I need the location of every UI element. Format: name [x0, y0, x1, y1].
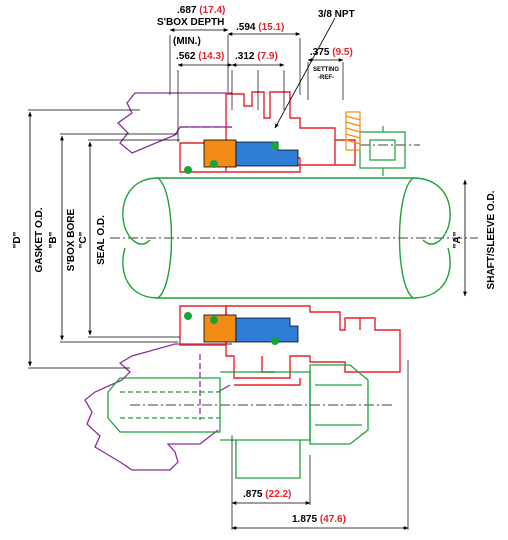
dimension-labels: .687 (17.4) S'BOX DEPTH (MIN.) .594 (15.… — [157, 5, 355, 525]
shaft-sleeve — [122, 177, 451, 299]
vertical-labels: "D" GASKET O.D. "B" S'BOX BORE "C" SEAL … — [12, 190, 497, 289]
label-c: "C" — [78, 231, 89, 248]
label-d: "D" — [12, 231, 23, 248]
dim-312: .312 (7.9) — [235, 51, 278, 62]
seal-face — [203, 139, 237, 343]
label-gasket-od: GASKET O.D. — [34, 207, 45, 272]
setting-clip — [359, 126, 406, 176]
setting-label: SETTING — [313, 67, 339, 73]
o-rings — [184, 142, 279, 345]
label-a: "A" — [452, 231, 463, 248]
dimension-lines — [28, 17, 467, 530]
dim-687: .687 (17.4) — [177, 5, 225, 16]
npt-label: 3/8 NPT — [318, 9, 355, 20]
dim-562: .562 (14.3) — [176, 51, 224, 62]
label-sbox-bore: S'BOX BORE — [66, 208, 77, 271]
ref-label: -REF- — [318, 75, 334, 81]
sbox-depth-note: (MIN.) — [173, 36, 201, 47]
label-seal-od: SEAL O.D. — [96, 215, 107, 265]
extension-lines — [28, 35, 409, 530]
dim-1875: 1.875 (47.6) — [292, 514, 346, 525]
label-shaft-od: SHAFT/SLEEVE O.D. — [486, 190, 497, 289]
centerlines — [110, 144, 478, 406]
dim-875: .875 (22.2) — [243, 489, 291, 500]
set-screw — [345, 111, 361, 151]
gland-bolt — [107, 364, 369, 479]
seal-seat — [235, 141, 299, 343]
dim-375: .375 (9.5) — [310, 47, 353, 58]
sbox-depth-label: S'BOX DEPTH — [157, 17, 224, 28]
label-b: "B" — [48, 231, 59, 248]
dim-594: .594 (15.1) — [236, 22, 284, 33]
